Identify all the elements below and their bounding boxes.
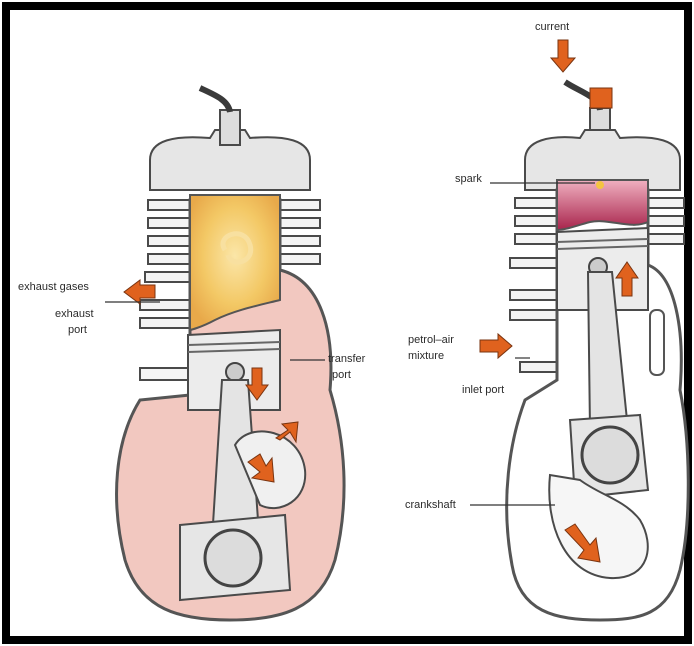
current-arrow bbox=[551, 40, 575, 72]
right-cooling-fins-right bbox=[648, 198, 684, 244]
exhaust-gases-label: exhaust gases bbox=[18, 281, 89, 293]
left-crankpin bbox=[205, 530, 261, 586]
transfer-port-label-1: transfer bbox=[328, 353, 366, 365]
petrol-air-label-2: mixture bbox=[408, 350, 444, 362]
transfer-port-label-2: port bbox=[332, 369, 351, 381]
left-spark-plug bbox=[220, 110, 240, 145]
inlet-port-label: inlet port bbox=[462, 384, 504, 396]
right-engine: current spark petrol–air mixture inlet p… bbox=[405, 21, 688, 620]
petrol-air-label-1: petrol–air bbox=[408, 334, 454, 346]
left-spark-lead bbox=[200, 88, 230, 112]
right-crankpin bbox=[582, 427, 638, 483]
exhaust-port-label-2: port bbox=[68, 324, 87, 336]
mixture-arrow bbox=[480, 334, 512, 358]
left-cooling-fins-right bbox=[280, 200, 320, 264]
left-engine: exhaust gases exhaust port transfer port bbox=[18, 88, 366, 620]
right-cooling-fins-left bbox=[510, 198, 557, 372]
spark-label: spark bbox=[455, 173, 482, 185]
right-spark-point bbox=[596, 181, 604, 189]
current-label: current bbox=[535, 21, 569, 33]
right-spark-cap bbox=[590, 88, 612, 108]
crankshaft-label: crankshaft bbox=[405, 499, 456, 511]
exhaust-port-label-1: exhaust bbox=[55, 308, 94, 320]
